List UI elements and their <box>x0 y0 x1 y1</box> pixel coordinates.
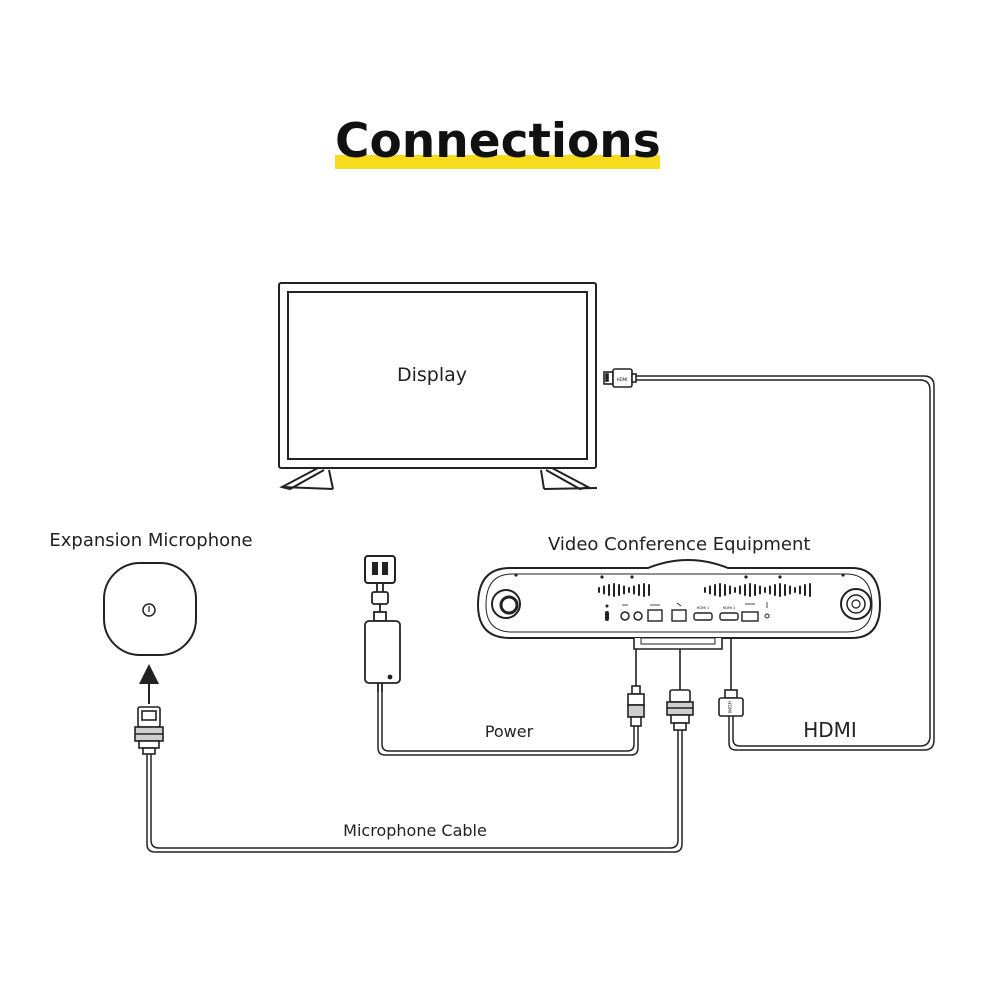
rj45-connector-icon <box>134 706 164 755</box>
svg-text:HDMI: HDMI <box>726 701 732 713</box>
grille-slot <box>749 583 751 597</box>
grille-slot <box>739 585 741 595</box>
grille-slot <box>774 584 776 596</box>
grille-slot <box>603 585 605 595</box>
grille-slot <box>598 587 600 593</box>
grille-slot <box>628 587 630 593</box>
grille-slot <box>769 585 771 595</box>
power-outlet-icon <box>364 555 396 584</box>
grille-slot <box>704 587 706 593</box>
grille-slot <box>709 585 711 595</box>
grille-slot <box>799 585 801 595</box>
grille-slot <box>779 583 781 597</box>
grille-slot <box>643 583 645 597</box>
rj45-connector-icon <box>666 628 694 731</box>
video-conference-equipment-label: Video Conference Equipment <box>548 534 811 555</box>
speaker-grille <box>598 583 811 597</box>
microphone-cable-label: Microphone Cable <box>343 821 487 840</box>
grille-slot <box>714 584 716 596</box>
tv-monitor-icon <box>278 282 598 491</box>
hdmi-label: HDMI <box>803 718 857 742</box>
hdmi-plug-icon: HDMI <box>603 368 637 388</box>
hdmi-cable <box>636 375 935 751</box>
grille-slot <box>608 584 610 596</box>
grille-slot <box>744 584 746 596</box>
grille-slot <box>638 584 640 596</box>
expansion-microphone-label: Expansion Microphone <box>49 530 253 551</box>
display-label: Display <box>396 364 468 386</box>
grille-slot <box>623 585 625 595</box>
title-highlight <box>335 155 660 169</box>
grille-slot <box>809 583 811 597</box>
svg-text:HDMI: HDMI <box>617 377 628 382</box>
grille-slot <box>754 584 756 596</box>
grille-slot <box>729 585 731 595</box>
port-label-hdmi1: HDMI 1 <box>697 606 710 610</box>
expansion-microphone-icon <box>103 562 197 656</box>
page-title: Connections <box>335 114 661 169</box>
grille-slot <box>633 585 635 595</box>
grille-slot <box>724 584 726 596</box>
grille-slot <box>804 584 806 596</box>
grille-slot <box>618 584 620 596</box>
grille-slot <box>764 587 766 593</box>
power-cable <box>377 692 639 756</box>
power-adapter-icon <box>364 583 401 692</box>
title-block: Connections <box>335 112 661 174</box>
grille-slot <box>794 587 796 593</box>
grille-slot <box>789 585 791 595</box>
grille-slot <box>648 584 650 596</box>
port-label-hdmi2: HDMI 2 <box>723 606 736 610</box>
hdmi-plug-icon: HDMI <box>718 630 744 717</box>
grille-slot <box>759 585 761 595</box>
power-label: Power <box>484 722 534 741</box>
dc-plug-icon <box>627 636 645 727</box>
microphone-cable <box>146 730 683 853</box>
grille-slot <box>734 587 736 593</box>
grille-slot <box>719 583 721 597</box>
grille-slot <box>784 584 786 596</box>
grille-slot <box>613 583 615 597</box>
video-bar-icon <box>476 558 882 650</box>
